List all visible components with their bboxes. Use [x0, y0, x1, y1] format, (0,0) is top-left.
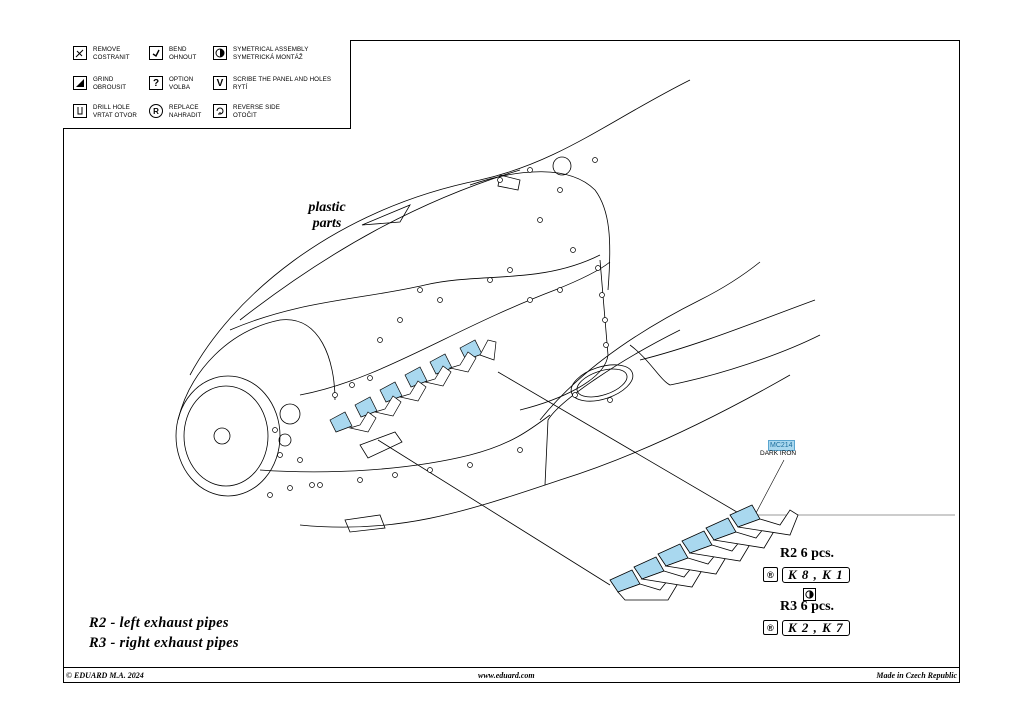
grind-icon	[73, 76, 87, 90]
r2-replace-parts: K 8 , K 1	[782, 566, 850, 583]
plastic-line2: parts	[312, 216, 342, 231]
cowl-front-edge	[177, 319, 336, 421]
cowling-top-curve	[469, 171, 611, 291]
intake-oval	[570, 364, 634, 402]
reverse-side-icon	[213, 104, 227, 118]
panel-line-1	[229, 254, 601, 331]
spinner-hub	[213, 427, 231, 445]
guide-line-1	[497, 371, 743, 516]
legend-line1: BEND	[169, 46, 187, 53]
side-hole-2	[278, 433, 292, 447]
r3-description: R3 - right exhaust pipes	[89, 635, 239, 651]
paint-name: DARK IRON	[760, 450, 797, 457]
legend-line2: OTOČIT	[233, 111, 257, 119]
legend-line1: GRIND	[93, 76, 114, 83]
guide-line-2	[377, 439, 611, 586]
remove-icon	[73, 46, 87, 60]
cowling-lower	[259, 414, 551, 473]
footer-made-in: Made in Czech Republic	[876, 671, 957, 680]
legend-line1: DRILL HOLE	[93, 104, 130, 111]
lower-fuselage	[299, 374, 791, 528]
legend-line2: VRTAT OTVOR	[93, 111, 137, 119]
r2-replace-box: ® K 8 , K 1	[763, 566, 850, 583]
lower-scoop	[344, 514, 386, 533]
intake-oval-inner	[576, 368, 628, 398]
legend-line2: OBROUSIT	[93, 83, 127, 91]
wing-surface	[544, 329, 681, 486]
callout-line	[755, 459, 785, 514]
footer-website: www.eduard.com	[478, 671, 535, 680]
legend-line2: OHNOUT	[169, 53, 197, 61]
legend-line2: RYTÍ	[233, 83, 248, 91]
fuselage-upper-line-2	[239, 169, 521, 321]
replace-icon: ®	[763, 620, 778, 635]
r3-count: R3 6 pcs.	[780, 599, 835, 614]
symmetrical-assembly-icon	[803, 588, 816, 601]
replace-icon: ®	[763, 567, 778, 582]
wing-root-2	[639, 299, 816, 361]
drill-hole-icon	[73, 104, 87, 118]
exhaust-stacks-on-model	[329, 339, 497, 433]
r3-replace-box: ® K 2 , K 7	[763, 619, 850, 636]
footer-divider	[63, 667, 960, 668]
replace-icon: R	[149, 104, 163, 118]
panel-line-2	[299, 261, 611, 396]
legend-line1: REPLACE	[169, 104, 199, 111]
option-icon: ?	[149, 76, 163, 90]
instruction-sheet-frame	[63, 40, 960, 683]
side-hole	[279, 403, 301, 425]
exploded-exhaust-parts	[609, 504, 799, 601]
nose-ring-outer	[175, 375, 281, 497]
plastic-line1: plastic	[308, 200, 346, 215]
r2-count: R2 6 pcs.	[780, 546, 835, 561]
symmetrical-assembly-icon	[213, 46, 227, 60]
rivet-holes	[267, 157, 613, 498]
paint-code-badge: MC214	[768, 440, 795, 451]
legend-line2: COSTRANIT	[93, 53, 130, 61]
scribe-icon: V	[213, 76, 227, 90]
legend-line2: NAHRADIT	[169, 111, 202, 119]
legend-line1: OPTION	[169, 76, 194, 83]
legend-line2: VOLBA	[169, 83, 191, 91]
footer-copyright: © EDUARD M.A. 2024	[66, 671, 144, 680]
legend-line2: SYMETRICKÁ MONTÁŽ	[233, 53, 303, 61]
top-hatch	[552, 156, 572, 176]
legend-line1: SYMETRICAL ASSEMBLY	[233, 46, 309, 53]
legend-line1: REMOVE	[93, 46, 121, 53]
legend-line1: REVERSE SIDE	[233, 104, 280, 111]
fuselage-upper-line	[189, 79, 691, 376]
legend-line1: SCRIBE THE PANEL AND HOLES	[233, 76, 332, 83]
plastic-parts-label: plastic parts	[292, 200, 362, 232]
cowling-side	[519, 259, 609, 411]
r2-description: R2 - left exhaust pipes	[89, 615, 229, 631]
scoop	[359, 431, 403, 459]
r3-replace-parts: K 2 , K 7	[782, 619, 850, 636]
nose-ring-inner	[183, 385, 269, 487]
wing-root	[629, 334, 821, 386]
top-fin	[361, 204, 411, 226]
bend-icon	[149, 46, 163, 60]
